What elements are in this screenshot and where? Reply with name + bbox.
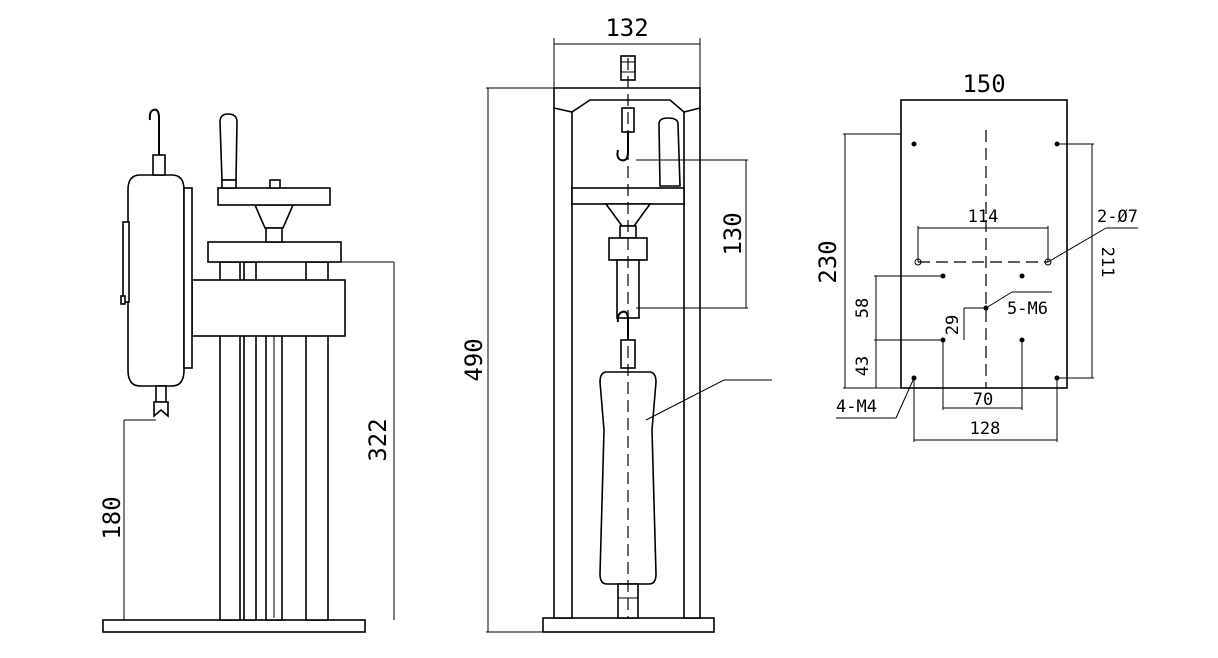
dim-211: 211: [1097, 247, 1117, 278]
side-handle: [219, 113, 238, 181]
dim-132: 132: [605, 14, 648, 42]
front-column-left: [553, 107, 573, 619]
dim-150: 150: [962, 70, 1005, 98]
label-holes-7: 2-Ø7: [1097, 207, 1138, 227]
dim-128: 128: [970, 419, 1001, 439]
front-handle: [658, 117, 681, 187]
dim-180: 180: [98, 496, 126, 539]
front-column-right: [683, 107, 701, 619]
dim-230: 230: [814, 240, 842, 283]
hole-m4: [911, 141, 917, 147]
front-top-bar: [553, 87, 701, 113]
side-handwheel: [217, 187, 331, 206]
base-plate-view: 150 230 211 114 2-Ø7 58 43 29 5: [814, 70, 1138, 442]
label-m4: 4-M4: [836, 397, 877, 417]
hole-m6: [1019, 273, 1025, 279]
dim-114: 114: [968, 207, 999, 227]
side-top-plate: [207, 241, 342, 263]
side-hook: [148, 108, 160, 155]
side-crosshead: [191, 279, 346, 337]
dim-43: 43: [853, 356, 873, 376]
side-view: 180 322: [98, 108, 395, 633]
label-m6: 5-M6: [1007, 299, 1048, 319]
dim-490: 490: [460, 338, 488, 381]
dim-322: 322: [364, 418, 392, 461]
dim-58: 58: [853, 298, 873, 318]
side-gauge-body: [127, 174, 185, 387]
front-view: 132 490 130: [460, 14, 772, 633]
dim-130: 130: [719, 212, 747, 255]
dim-29: 29: [943, 315, 963, 335]
front-screw-tube: [616, 259, 640, 319]
dim-70: 70: [973, 390, 993, 410]
plate-outline: [900, 99, 1068, 389]
side-base: [102, 619, 366, 633]
front-base: [542, 617, 715, 633]
front-hook-top: [616, 132, 629, 162]
